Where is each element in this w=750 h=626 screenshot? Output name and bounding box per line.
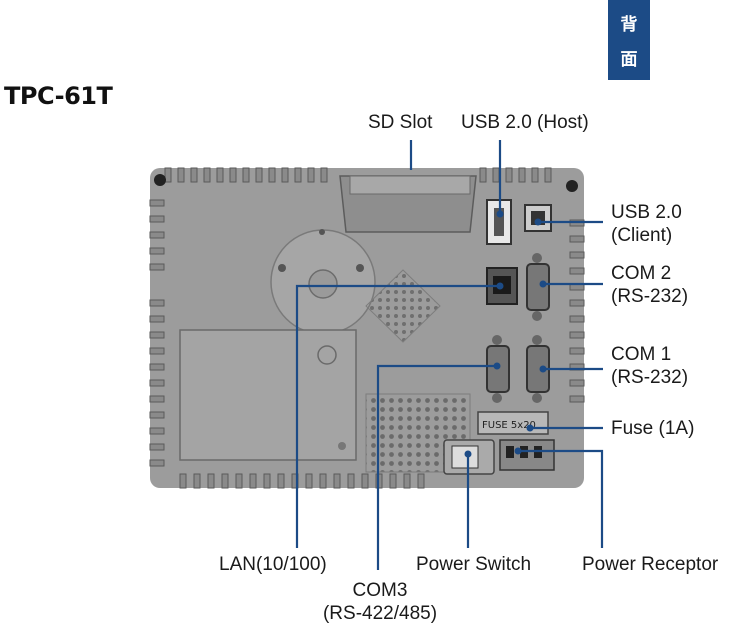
section-tab: 背 面 (608, 0, 650, 80)
leader-dots (464, 210, 547, 458)
label-usb-host: USB 2.0 (Host) (461, 112, 589, 133)
label-lan: LAN(10/100) (219, 554, 327, 575)
leader-lan (295, 284, 500, 548)
label-com2-line1: COM 2 (611, 263, 672, 284)
label-fuse: Fuse (1A) (611, 418, 695, 439)
tab-char-1: 背 (620, 15, 638, 35)
label-plate (179, 329, 357, 461)
round-mount (270, 229, 376, 335)
tab-char-2: 面 (620, 50, 638, 70)
label-power-receptor: Power Receptor (582, 554, 719, 575)
leader-power-receptor (518, 449, 604, 548)
usb-client-port (524, 204, 552, 232)
fuse-text: FUSE 5x20 (482, 420, 536, 431)
label-com2-line2: (RS-232) (611, 286, 689, 307)
label-com1: COM 1 (RS-232) (611, 343, 688, 389)
label-usb-client: USB 2.0 (Client) (611, 201, 682, 247)
label-com1-line1: COM 1 (611, 344, 672, 365)
label-power-switch: Power Switch (416, 554, 532, 575)
com2-port (526, 253, 550, 321)
label-usb-client-line2: (Client) (611, 225, 673, 246)
leader-lines (295, 140, 604, 570)
label-com2: COM 2 (RS-232) (611, 262, 688, 308)
fuse-holder: FUSE 5x20 (477, 411, 549, 435)
label-com3-line1: COM3 (352, 580, 408, 601)
label-usb-client-line1: USB 2.0 (611, 202, 682, 223)
label-sd-slot: SD Slot (368, 112, 433, 133)
leader-com3 (376, 364, 497, 570)
model-title: TPC-61T (4, 82, 113, 110)
power-receptor (499, 439, 555, 471)
diamond-vent (365, 269, 441, 343)
label-com1-line2: (RS-232) (611, 367, 689, 388)
label-com3-line2: (RS-422/485) (322, 603, 438, 624)
sd-slot (339, 175, 477, 233)
label-com3: COM3 (RS-422/485) (318, 579, 442, 625)
